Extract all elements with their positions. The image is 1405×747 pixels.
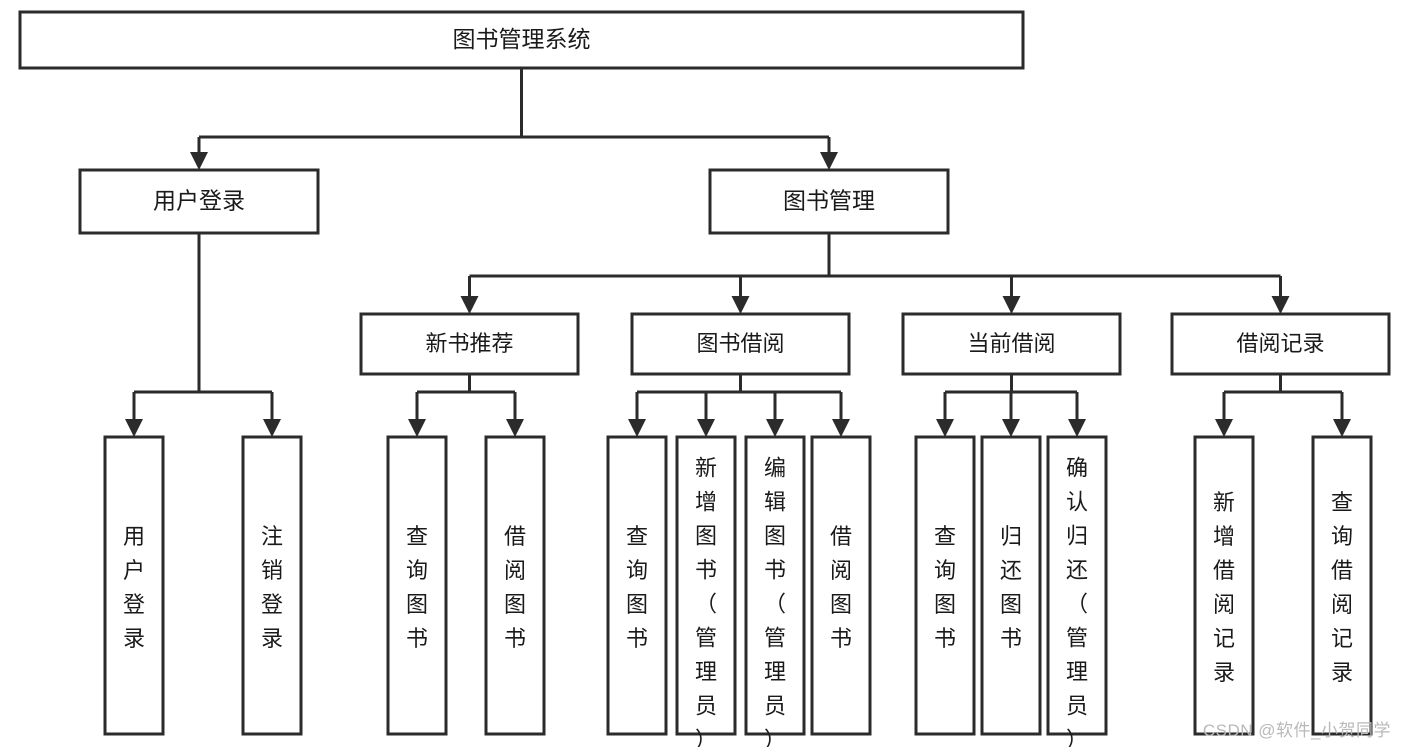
- leaf-logout-label: 注销登录: [261, 524, 283, 651]
- arrow-to-leaf-query-book-2: [628, 419, 646, 437]
- arrow-to-leaf-return-book: [1002, 419, 1020, 437]
- leaf-borrow-book-1-box[interactable]: [484, 435, 546, 736]
- arrow-to-leaf-query-record: [1333, 419, 1351, 437]
- arrow-to-borrow-record: [1271, 296, 1290, 314]
- book-borrow-label: 图书借阅: [696, 331, 784, 356]
- arrow-to-leaf-edit-book: [766, 419, 784, 437]
- new-book-recommend-box[interactable]: [359, 312, 580, 376]
- leaf-add-book-label: 新增图书（管理员）: [695, 456, 717, 747]
- arrow-to-leaf-logout: [263, 419, 281, 437]
- connector-layer: [125, 68, 1351, 437]
- node-layer: 图书管理系统用户登录图书管理新书推荐图书借阅当前借阅借阅记录用户登录注销登录查询…: [18, 10, 1391, 747]
- current-borrow-label: 当前借阅: [967, 331, 1055, 356]
- user-login-label: 用户登录: [153, 188, 245, 214]
- arrow-to-leaf-user-login: [125, 419, 143, 437]
- arrow-to-leaf-confirm-return: [1068, 419, 1086, 437]
- borrow-record-box[interactable]: [1170, 312, 1391, 376]
- arrow-to-leaf-borrow-book-2: [832, 419, 850, 437]
- arrow-to-leaf-add-book: [697, 419, 715, 437]
- arrow-to-leaf-borrow-book-1: [506, 419, 524, 437]
- new-book-recommend-label: 新书推荐: [425, 331, 513, 356]
- leaf-return-book-label: 归还图书: [1000, 524, 1022, 651]
- arrow-to-leaf-query-book-3: [936, 419, 954, 437]
- leaf-borrow-book-2-box[interactable]: [810, 435, 872, 736]
- book-manage-box[interactable]: [708, 168, 950, 235]
- current-borrow-box[interactable]: [901, 312, 1122, 376]
- leaf-query-book-2-label: 查询图书: [626, 524, 648, 651]
- leaf-add-record-label: 新增借阅记录: [1213, 490, 1235, 685]
- leaf-edit-book-label: 编辑图书（管理员）: [764, 456, 786, 747]
- leaf-query-book-1-label: 查询图书: [406, 524, 428, 651]
- arrow-to-current-borrow: [1002, 296, 1021, 314]
- root-node-label: 图书管理系统: [453, 26, 591, 52]
- leaf-user-login-label: 用户登录: [123, 524, 145, 651]
- leaf-add-book-box[interactable]: [675, 435, 737, 736]
- leaf-edit-book-box[interactable]: [744, 435, 806, 736]
- leaf-query-book-2-box[interactable]: [606, 435, 668, 736]
- borrow-record-label: 借阅记录: [1236, 331, 1324, 356]
- arrow-to-book-borrow: [731, 296, 750, 314]
- user-login-box[interactable]: [78, 168, 320, 235]
- root-node-box[interactable]: [18, 10, 1025, 70]
- leaf-add-record-box[interactable]: [1193, 435, 1255, 736]
- book-borrow-box[interactable]: [630, 312, 851, 376]
- arrow-to-leaf-query-book-1: [408, 419, 426, 437]
- leaf-query-record-box[interactable]: [1311, 435, 1373, 736]
- leaf-confirm-return-box[interactable]: [1046, 435, 1108, 736]
- leaf-logout-box[interactable]: [241, 435, 303, 736]
- book-manage-label: 图书管理: [783, 188, 875, 214]
- leaf-query-book-3-box[interactable]: [914, 435, 976, 736]
- leaf-user-login-box[interactable]: [103, 435, 165, 736]
- arrow-to-new-book-recommend: [460, 296, 479, 314]
- leaf-query-book-1-box[interactable]: [386, 435, 448, 736]
- leaf-query-record-label: 查询借阅记录: [1331, 490, 1353, 685]
- arrow-to-book-manage: [820, 152, 838, 170]
- arrow-to-user-login: [190, 152, 208, 170]
- leaf-borrow-book-1-label: 借阅图书: [504, 524, 526, 651]
- leaf-borrow-book-2-label: 借阅图书: [830, 524, 852, 651]
- leaf-confirm-return-label: 确认归还（管理员）: [1066, 456, 1088, 747]
- arrow-to-leaf-add-record: [1215, 419, 1233, 437]
- leaf-return-book-box[interactable]: [980, 435, 1042, 736]
- leaf-query-book-3-label: 查询图书: [934, 524, 956, 651]
